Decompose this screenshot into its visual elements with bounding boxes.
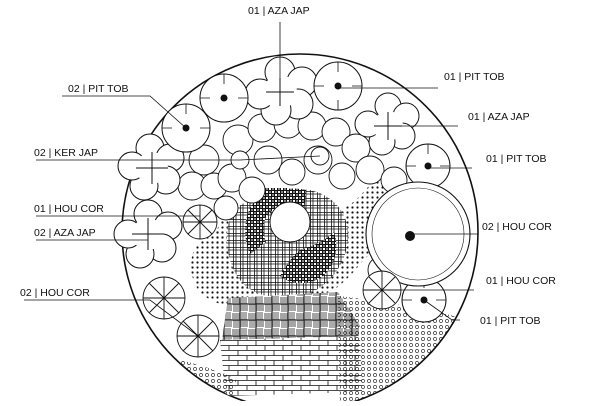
- leader-lines: [24, 22, 478, 337]
- label-pit-tob-left: 02 | PIT TOB: [68, 83, 129, 95]
- label-pit-tob-right: 01 | PIT TOB: [486, 153, 547, 165]
- label-pit-tob-top: 01 | PIT TOB: [444, 71, 505, 83]
- label-hou-cor-left: 01 | HOU COR: [34, 203, 104, 215]
- label-hou-cor-big: 02 | HOU COR: [482, 221, 552, 233]
- label-pit-tob-bottom: 01 | PIT TOB: [480, 315, 541, 327]
- hou-cor-left: [182, 204, 218, 240]
- plant-labels: 01 | AZA JAP 01 | PIT TOB 02 | PIT TOB 0…: [20, 5, 556, 327]
- central-clearing: [269, 201, 311, 243]
- label-aza-jap-top: 01 | AZA JAP: [248, 5, 310, 17]
- aza-jap-left: [113, 199, 183, 269]
- label-hou-cor-bottom-left: 02 | HOU COR: [20, 287, 90, 299]
- label-hou-cor-right: 01 | HOU COR: [486, 275, 556, 287]
- dense-hatch-lower: [280, 232, 337, 284]
- label-ker-jap: 02 | KER JAP: [34, 147, 98, 159]
- label-aza-jap-right: 01 | AZA JAP: [468, 111, 530, 123]
- pit-tob-top: [313, 61, 363, 111]
- label-aza-jap-left: 02 | AZA JAP: [34, 227, 96, 239]
- pit-tob-left-a: [199, 73, 249, 123]
- dense-hatch-strip: [262, 188, 288, 206]
- pittosporum-symbols: [161, 61, 451, 323]
- pit-tob-right: [405, 143, 451, 189]
- brick-paving: [220, 336, 362, 396]
- hou-cor-bottom-left-a: [142, 276, 186, 320]
